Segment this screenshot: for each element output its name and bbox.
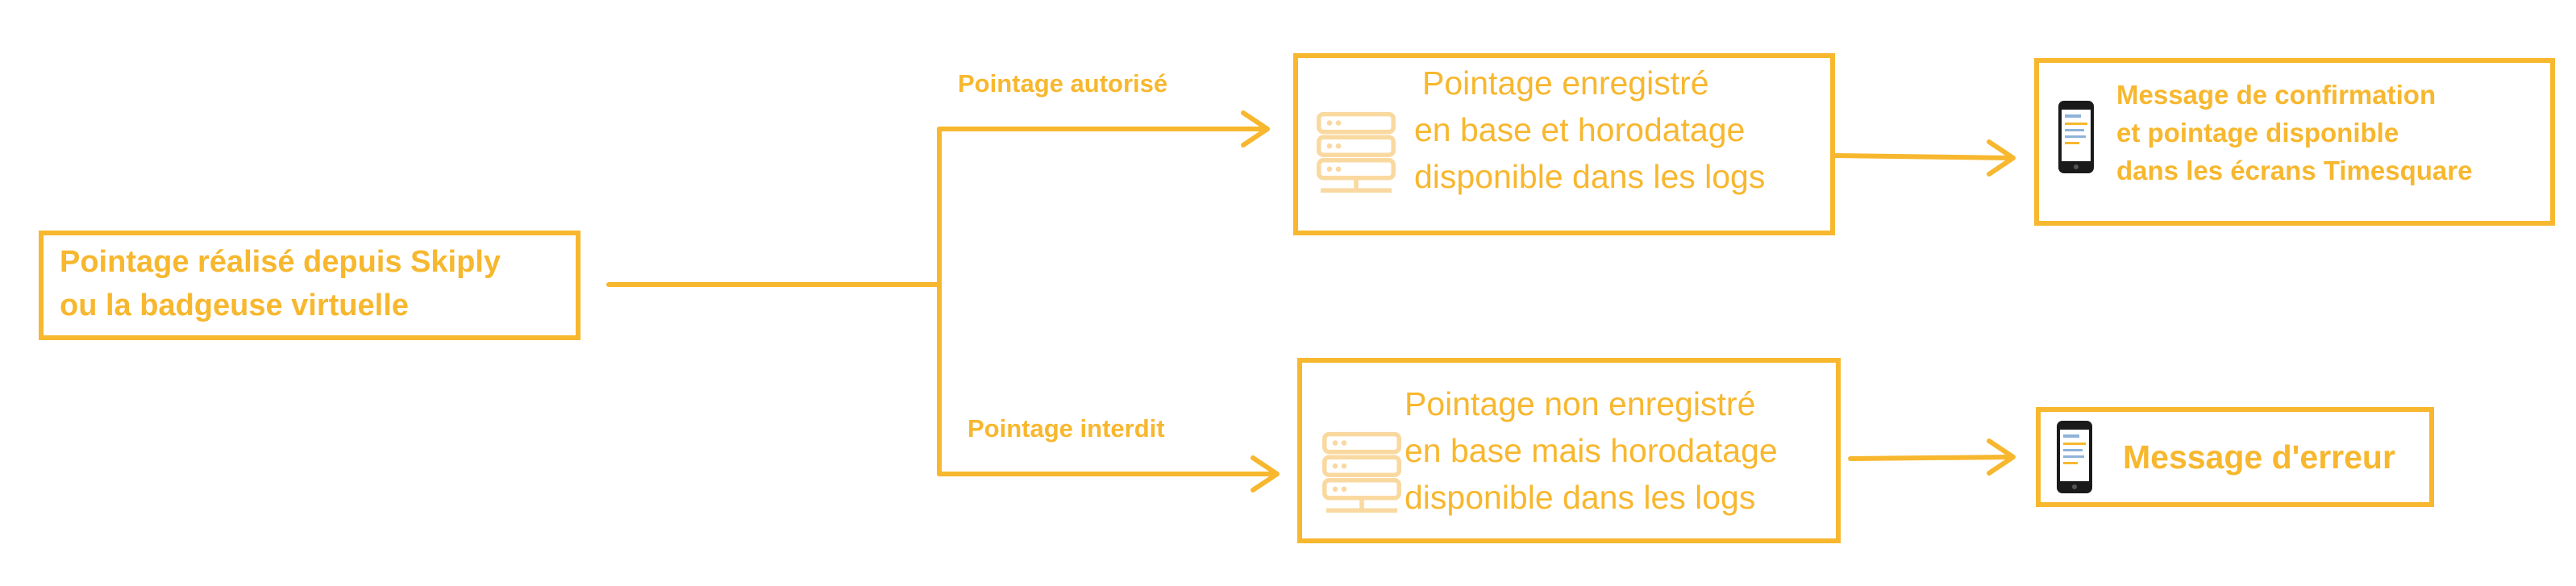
authorized-arrowhead xyxy=(1241,110,1270,148)
source-line: Pointage réalisé depuis Skiply xyxy=(60,245,501,279)
server-authorized-line: en base et horodatage xyxy=(1414,111,1746,148)
server-forbidden-line: Pointage non enregistré xyxy=(1405,385,1756,422)
server-authorized-line: disponible dans les logs xyxy=(1414,158,1766,195)
server-forbidden-line: en base mais horodatage xyxy=(1405,432,1778,469)
result-forbidden-text: Message d'erreur xyxy=(2123,437,2395,477)
result-authorized-box xyxy=(2034,58,2555,226)
smartphone-icon xyxy=(2057,421,2092,493)
result-authorized-line: dans les écrans Timesquare xyxy=(2116,156,2473,185)
database-server-icon xyxy=(1317,111,1396,193)
forbidden-arrowhead xyxy=(1251,455,1280,492)
server-authorized-text: Pointage enregistré en base et horodatag… xyxy=(1414,60,1765,200)
result-authorized-text: Message de confirmation et pointage disp… xyxy=(2116,76,2472,189)
server-authorized-box xyxy=(1293,53,1835,235)
source-line: ou la badgeuse virtuelle xyxy=(60,289,409,322)
authorized-branch-label: Pointage autorisé xyxy=(958,69,1168,98)
authorized-result-arrowhead xyxy=(1987,139,2016,177)
forbidden-result-arrowhead xyxy=(1987,438,2016,476)
authorized-result-connector xyxy=(1832,153,2014,160)
server-forbidden-text: Pointage non enregistré en base mais hor… xyxy=(1405,380,1778,521)
result-forbidden-line: Message d'erreur xyxy=(2123,438,2395,476)
server-forbidden-line: disponible dans les logs xyxy=(1405,479,1756,516)
smartphone-icon xyxy=(2058,101,2094,173)
database-server-icon xyxy=(1322,431,1401,513)
result-authorized-line: Message de confirmation xyxy=(2116,80,2437,110)
source-box xyxy=(39,231,581,340)
result-forbidden-box xyxy=(2036,407,2434,507)
result-authorized-line: et pointage disponible xyxy=(2116,118,2399,148)
forbidden-result-connector xyxy=(1848,455,2014,461)
server-authorized-line: Pointage enregistré xyxy=(1422,64,1709,102)
forbidden-branch-label: Pointage interdit xyxy=(968,414,1165,443)
source-text: Pointage réalisé depuis Skiply ou la bad… xyxy=(60,240,501,327)
